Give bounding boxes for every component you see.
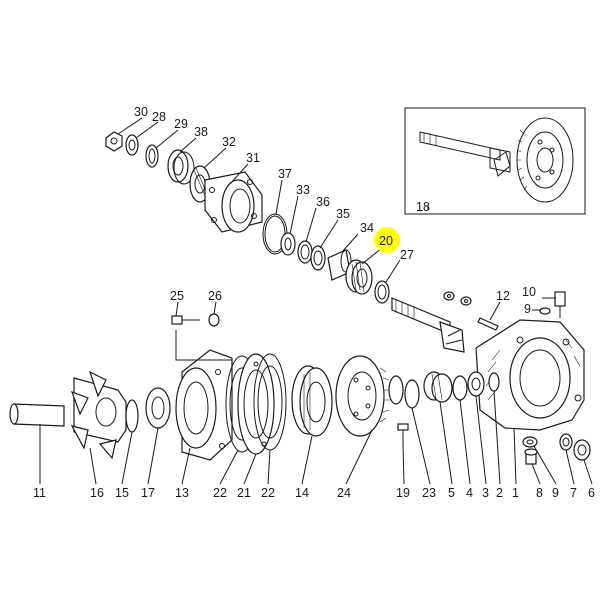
svg-text:18: 18 [416, 200, 430, 214]
part-29-ring [145, 144, 159, 168]
callout-19: 19 [396, 486, 410, 500]
part-23-washer [388, 375, 420, 409]
callout-23: 23 [422, 486, 436, 500]
part-11-axle [9, 403, 65, 427]
callout-3: 3 [482, 486, 489, 500]
callout-27: 27 [400, 248, 414, 262]
part-15-shaft-ring [125, 399, 139, 433]
callout-33: 33 [296, 183, 310, 197]
part-28-washer [125, 134, 139, 156]
callout-2: 2 [496, 486, 503, 500]
part-20-bearing [345, 259, 373, 295]
callout-14: 14 [295, 486, 309, 500]
callout-32: 32 [222, 135, 236, 149]
callout-17: 17 [141, 486, 155, 500]
callout-36: 36 [316, 195, 330, 209]
callout-25: 25 [170, 289, 184, 303]
part-6-plug [573, 439, 591, 461]
part-33-washer [280, 232, 296, 256]
callout-29: 29 [174, 117, 188, 131]
callout-9-bottom: 9 [552, 486, 559, 500]
callout-16: 16 [90, 486, 104, 500]
callout-5: 5 [448, 486, 455, 500]
part-7-washer [559, 433, 573, 451]
part-26-washer [208, 313, 220, 327]
callout-21: 21 [237, 486, 251, 500]
part-19-bolt [397, 423, 409, 444]
callout-10: 10 [522, 285, 536, 299]
part-31-pinion-housing [204, 171, 263, 233]
callout-37: 37 [278, 167, 292, 181]
part-38-bearing [167, 149, 195, 185]
part-30-nut [105, 131, 123, 152]
part-9-washer-bottom [522, 436, 538, 448]
part-4-ring [452, 375, 468, 401]
callout-7: 7 [570, 486, 577, 500]
inset-box-part-18 [404, 107, 586, 215]
callout-22-a: 22 [213, 486, 227, 500]
part-washers-pair [443, 291, 472, 306]
callout-6: 6 [588, 486, 595, 500]
part-14-bearing [291, 365, 333, 437]
callout-8: 8 [536, 486, 543, 500]
part-12-stud [477, 317, 499, 331]
part-27-ring [374, 280, 390, 304]
callout-4: 4 [466, 486, 473, 500]
part-8-plug [524, 448, 538, 465]
leader-lines [39, 117, 593, 485]
callout-labels: 30 28 29 38 32 31 37 33 36 35 34 20 27 1… [33, 105, 595, 500]
callout-24: 24 [337, 486, 351, 500]
part-24-ring-gear [335, 355, 390, 437]
part-13-cover [175, 349, 233, 461]
callout-13: 13 [175, 486, 189, 500]
callout-26: 26 [208, 289, 222, 303]
part-2-seal [488, 372, 500, 392]
part-16-hub [70, 370, 127, 460]
callout-9-top: 9 [524, 302, 531, 316]
callout-35: 35 [336, 207, 350, 221]
part-36-ring [297, 240, 313, 264]
part-3-ring [467, 371, 485, 397]
part-35-ring [310, 245, 326, 271]
callout-22-b: 22 [261, 486, 275, 500]
callout-11: 11 [33, 486, 46, 500]
part-9-washer-top [539, 307, 551, 315]
highlight-marker [374, 227, 400, 253]
callout-1: 1 [512, 486, 519, 500]
callout-38: 38 [194, 125, 208, 139]
callout-28: 28 [152, 110, 166, 124]
callout-18: 18 [416, 200, 430, 214]
pinion-shaft [391, 297, 465, 353]
callout-12: 12 [496, 289, 510, 303]
part-25-bolt [171, 315, 200, 325]
callout-34: 34 [360, 221, 374, 235]
part-10-bolt [554, 291, 566, 318]
callout-20: 20 [379, 234, 393, 248]
callout-15: 15 [115, 486, 129, 500]
callout-31: 31 [246, 151, 260, 165]
part-17-seal [145, 387, 171, 429]
callout-30: 30 [134, 105, 148, 119]
part-21-flange [237, 353, 275, 455]
part-5-bearing [423, 371, 453, 403]
